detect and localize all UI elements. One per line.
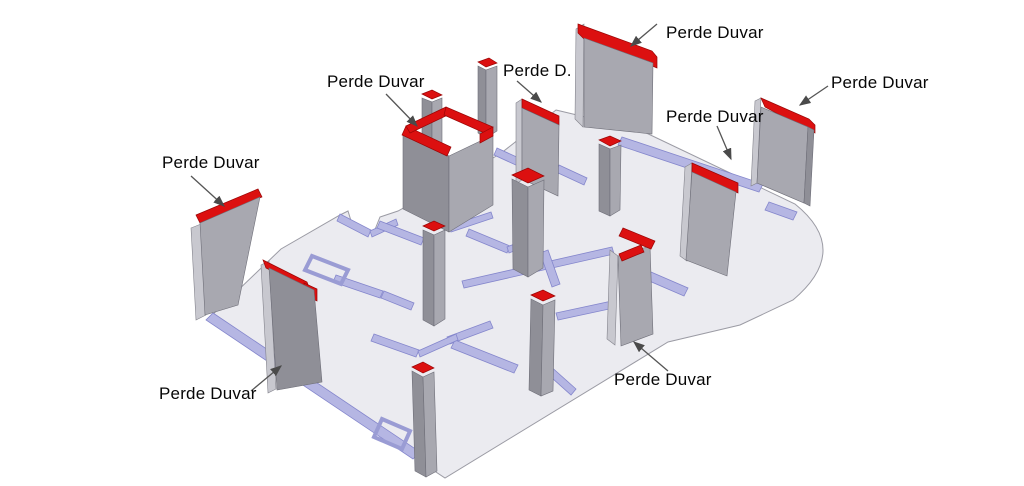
- wall-face: [685, 171, 737, 277]
- wall-label-top: Perde Duvar: [666, 23, 764, 42]
- shear-wall-west-front: [260, 259, 323, 394]
- wall-top-red: [195, 188, 263, 224]
- column-center-2: [511, 167, 545, 278]
- shear-wall-southeast: [606, 227, 656, 347]
- shear-wall-northeast: [679, 162, 739, 277]
- plan-wall-trace: [376, 220, 425, 246]
- plan-wall-trace: [764, 201, 798, 221]
- column-face: [422, 229, 435, 327]
- column-cap-red: [530, 289, 556, 302]
- wall-top-red: [691, 162, 739, 194]
- shear-wall-east: [750, 97, 816, 207]
- wall-top-red: [401, 125, 452, 157]
- wall-face: [617, 245, 654, 347]
- leader-arrow: [633, 341, 669, 372]
- leader-arrow: [190, 175, 225, 207]
- column-face: [528, 298, 544, 397]
- plan-wall-trace: [417, 333, 459, 358]
- column-face: [433, 229, 446, 327]
- column-face: [598, 143, 611, 217]
- column-cap-red: [411, 361, 435, 374]
- wall-face: [268, 267, 323, 391]
- column-center-3: [422, 220, 446, 327]
- plan-wall-trace: [336, 213, 372, 238]
- plan-wall-trace: [465, 228, 511, 254]
- wall-top-red: [618, 227, 656, 250]
- wall-label-mid-right: Perde Duvar: [666, 107, 764, 126]
- wall-label-left: Perde Duvar: [162, 153, 260, 172]
- plan-wall-trace: [370, 333, 420, 358]
- leader-arrow: [250, 365, 282, 392]
- column-front-2: [411, 361, 438, 478]
- column-cap-red: [598, 135, 622, 147]
- wall-top-red: [618, 244, 645, 262]
- column-face: [511, 178, 529, 278]
- shear-wall-west-back: [190, 188, 263, 321]
- shear-wall-perde-d: [515, 98, 560, 197]
- column-face: [422, 371, 438, 478]
- column-face: [485, 65, 498, 139]
- column-cap-red: [421, 89, 443, 100]
- leader-arrow: [385, 93, 418, 127]
- leader-arrow: [716, 125, 732, 161]
- wall-label-right: Perde Duvar: [831, 73, 929, 92]
- column-face: [609, 144, 622, 217]
- column-center-1: [598, 135, 622, 217]
- column-cap-red: [511, 167, 545, 184]
- column-cap-red: [422, 220, 446, 232]
- column-cap-red: [477, 57, 498, 68]
- wall-label-perde-d: Perde D.: [503, 61, 572, 80]
- wall-side-face: [803, 126, 815, 207]
- wall-face: [583, 37, 654, 135]
- wall-face: [199, 196, 261, 316]
- wall-end-face: [606, 249, 619, 346]
- walls: [190, 23, 816, 478]
- leader-lines: [190, 23, 829, 392]
- wall-end-face: [679, 162, 693, 262]
- column-back-1: [477, 57, 498, 139]
- plan-room-outline: [302, 253, 351, 287]
- plan-wall-trace: [380, 290, 415, 311]
- plan-wall-trace: [205, 312, 421, 460]
- column-face: [540, 299, 556, 397]
- wall-label-bottom-left: Perde Duvar: [159, 384, 257, 403]
- plan-room-outline: [371, 416, 413, 452]
- leader-arrow: [516, 80, 542, 103]
- column-front-1: [528, 289, 556, 397]
- column-face: [527, 179, 545, 278]
- wall-end-face: [574, 23, 585, 128]
- leader-arrow: [798, 85, 829, 106]
- plan-wall-trace: [450, 339, 519, 374]
- shear-wall-north: [574, 23, 658, 135]
- plan-wall-trace: [539, 249, 561, 288]
- leader-arrow: [630, 23, 658, 47]
- wall-label-upper-left: Perde Duvar: [327, 72, 425, 91]
- wall-top-red: [479, 126, 494, 144]
- shear-wall-core-u: [401, 106, 494, 233]
- wall-face: [448, 134, 494, 233]
- wall-label-bottom-right: Perde Duvar: [614, 370, 712, 389]
